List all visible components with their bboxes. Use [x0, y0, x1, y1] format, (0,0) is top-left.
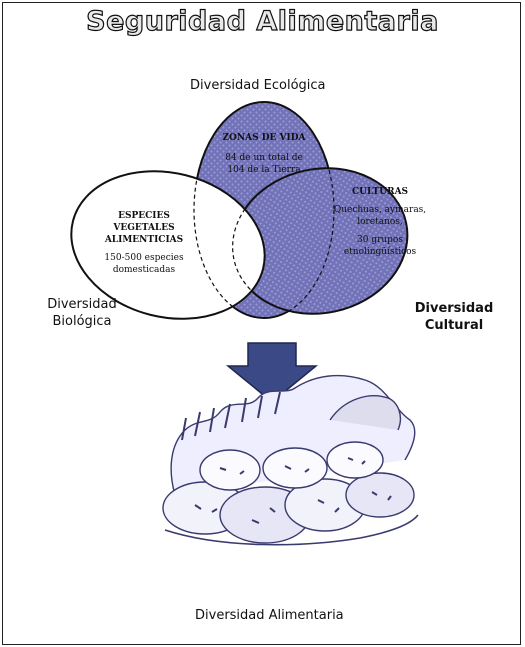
label-cultural-line2: Cultural — [424, 318, 484, 333]
down-arrow — [225, 342, 319, 403]
set-ecologica-heading: ZONAS DE VIDA — [222, 133, 306, 143]
set-cultural-heading: CULTURAS — [351, 187, 409, 197]
label-diversidad-ecologica: Diversidad Ecológica — [190, 78, 326, 93]
set-biologica-text: ESPECIES VEGETALES ALIMENTICIAS 150-500 … — [88, 210, 200, 276]
label-diversidad-cultural: Diversidad Cultural — [410, 300, 498, 334]
set-cultural-body-1: Quechuas, aymaras, loretanos, — [333, 205, 427, 227]
set-biologica-ellipse — [70, 170, 266, 320]
label-biologica-line2: Biológica — [52, 314, 112, 329]
set-biologica-heading: ESPECIES VEGETALES ALIMENTICIAS — [104, 211, 184, 245]
set-ecologica-outline — [193, 101, 335, 319]
set-cultural-outline — [232, 167, 408, 315]
page-title: Seguridad Alimentaria — [86, 5, 439, 37]
label-diversidad-biologica: Diversidad Biológica — [38, 296, 126, 330]
set-ecologica-body: 84 de un total de 104 de la Tierra — [225, 153, 303, 175]
set-cultural-body-2: 30 grupos etnolingüísticos — [343, 235, 417, 257]
set-cultural-text: CULTURAS Quechuas, aymaras, loretanos, 3… — [330, 186, 430, 258]
label-diversidad-alimentaria: Diversidad Alimentaria — [195, 608, 344, 623]
set-biologica-body: 150-500 especies domesticadas — [104, 253, 184, 275]
label-cultural-line1: Diversidad — [414, 301, 494, 316]
set-ecologica-text: ZONAS DE VIDA 84 de un total de 104 de l… — [218, 132, 310, 176]
produce-illustration — [162, 374, 419, 546]
label-biologica-line1: Diversidad — [47, 297, 117, 312]
